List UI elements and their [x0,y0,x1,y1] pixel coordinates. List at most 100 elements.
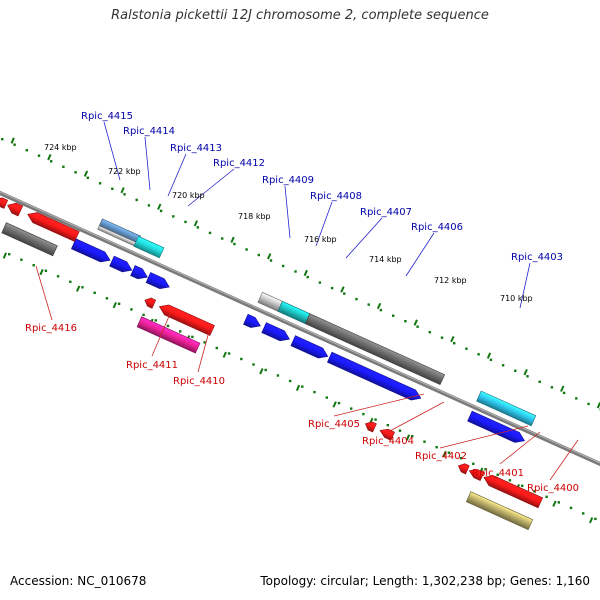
backbone-highlight [0,191,600,464]
reverse-gene-arrow [144,297,157,309]
inner-scale-tick [2,252,8,259]
outer-scale-dot [257,253,260,257]
inner-scale-dot [105,297,109,300]
outer-scale-dot [86,176,89,179]
inner-scale-dot [227,352,231,355]
outer-scale-dot [208,231,212,235]
forward-gene-arrow [327,351,422,401]
outer-scale-dot [489,358,493,361]
inner-scale-dot [264,368,267,372]
gene-label-rpic-4412: Rpic_4412 [213,158,265,169]
accession-text: Accession: NC_010678 [10,574,147,588]
gene-label-rpic-4402: Rpic_4402 [415,451,467,462]
inner-scale-dot [276,374,280,377]
inner-scale-dot [545,495,548,498]
outer-scale-dot [428,331,431,334]
outer-scale-dot [135,198,138,202]
reverse-label-leader [333,393,425,417]
outer-scale-dot [526,375,529,378]
inner-scale-dot [154,319,157,322]
outer-scale-dot [233,242,236,246]
gene-feature-box [257,291,283,312]
outer-scale-dot [98,182,102,185]
outer-scale-dot [343,292,346,295]
outer-scale-dot [37,154,41,157]
outer-scale-dot [575,397,578,400]
outer-scale-dot [587,402,590,406]
outer-scale-tick [230,236,235,244]
inner-scale-dot [44,269,48,272]
inner-scale-dot [179,330,182,333]
gene-label-rpic-4411: Rpic_4411 [126,360,178,371]
gene-label-rpic-4403: Rpic_4403 [511,252,563,263]
gene-label-rpic-4413: Rpic_4413 [170,143,222,154]
inner-scale-dot [484,468,487,471]
outer-scale-dot [269,259,273,262]
outer-scale-dot [50,160,53,163]
reverse-label-leader [439,425,529,449]
inner-scale-dot [325,396,328,399]
inner-scale-dot [81,286,84,289]
outer-scale-tick [266,253,272,260]
gene-label-rpic-4409: Rpic_4409 [262,175,314,186]
inner-scale-tick [295,384,301,392]
scale-label: 724 kbp [44,143,77,152]
forward-label-leader [103,121,121,181]
reverse-gene-arrow [158,304,215,336]
outer-scale-dot [62,165,65,168]
inner-scale-dot [521,484,524,487]
outer-scale-dot [453,342,456,345]
inner-scale-dot [288,379,292,383]
label-leader-lines [35,121,579,481]
inner-scale-dot [32,264,35,267]
inner-scale-tick [332,401,337,408]
inner-scale-dot [557,501,560,504]
gene-label-rpic-4405: Rpic_4405 [308,419,360,430]
forward-label-leader [345,217,383,259]
inner-scale-dot [447,451,451,454]
outer-scale-dot [379,308,383,312]
inner-scale-tick [552,500,557,507]
inner-scale-dot [337,401,341,405]
inner-scale-dot [350,407,353,410]
outer-scale-tick [376,302,382,310]
inner-scale-dot [386,424,389,427]
inner-scale-dot [594,517,597,521]
outer-scale-dot [123,193,126,196]
outer-scale-dot [184,220,187,224]
inner-scale-dot [569,506,573,510]
inner-scale-dot [252,363,255,366]
gene-label-rpic-4416: Rpic_4416 [25,323,77,334]
inner-scale-dot [301,385,304,388]
reverse-gene-arrow [0,197,9,209]
gene-label-rpic-4407: Rpic_4407 [360,207,412,218]
reverse-gene-arrow [27,212,80,242]
inner-scale-tick [442,450,447,458]
gene-label-rpic-4400: Rpic_4400 [527,483,579,494]
inner-scale-tick [588,517,594,524]
scale-ticks [1,137,600,524]
outer-scale-tick [120,187,125,194]
outer-scale-dot [501,364,505,367]
forward-label-leader [405,232,435,277]
reverse-label-leader [35,265,53,321]
outer-scale-tick [193,220,199,227]
outer-scale-dot [147,204,151,207]
inner-scale-dot [8,253,11,256]
reverse-gene-arrow [379,428,395,441]
inner-scale-dot [435,446,438,449]
outer-scale-dot [538,380,541,383]
outer-scale-dot [221,237,224,240]
outer-scale-dot [74,171,77,174]
gene-label-rpic-4410: Rpic_4410 [173,376,225,387]
outer-scale-dot [355,297,358,301]
outer-scale-dot [1,138,4,141]
scale-label: 710 kbp [500,294,533,303]
scale-label: 718 kbp [238,212,271,221]
inner-scale-dot [472,462,475,465]
inner-scale-dot [166,324,170,328]
outer-scale-tick [303,269,308,277]
outer-scale-dot [550,386,554,389]
backbone-line [0,190,600,467]
outer-scale-dot [306,275,309,279]
